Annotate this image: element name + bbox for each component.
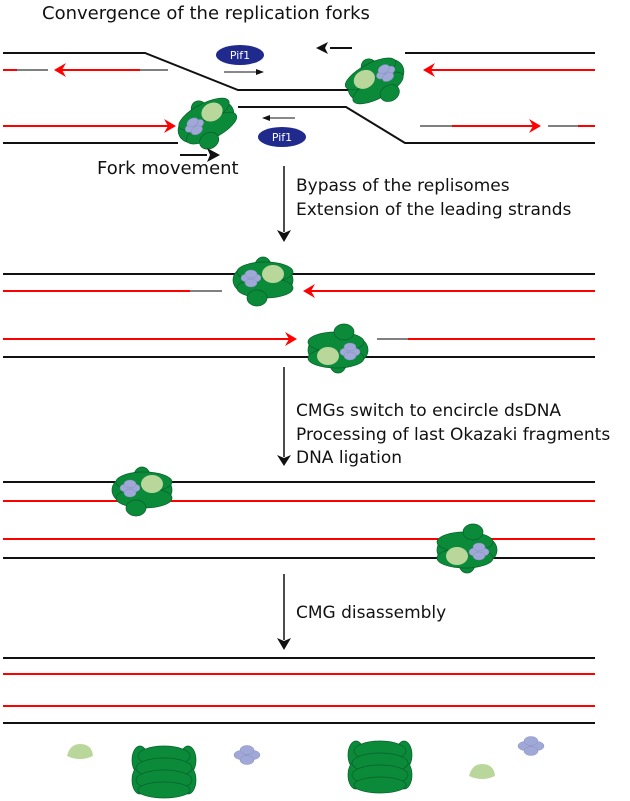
stage-disassembled xyxy=(3,657,595,799)
strand-direction-arrowhead xyxy=(423,63,435,77)
title: Convergence of the replication forks xyxy=(42,3,370,24)
strand-direction-arrowhead xyxy=(164,119,176,133)
cmg-helicase-icon xyxy=(436,523,498,574)
step-2-line-1: CMGs switch to encircle dsDNA xyxy=(296,401,561,421)
cmg-helicase-icon xyxy=(168,87,246,160)
fork-movement-label: Fork movement xyxy=(97,158,239,179)
arrow-left-icon xyxy=(262,115,270,121)
stage-bypass xyxy=(3,256,595,374)
parental-strand-top xyxy=(3,52,350,91)
stage-cmg-on-dsdna xyxy=(3,466,595,574)
step-2-line-2: Processing of last Okazaki fragments xyxy=(296,425,610,445)
arrow-right-icon xyxy=(207,148,220,162)
step-2-line-3: DNA ligation xyxy=(296,448,402,468)
mcm-icon xyxy=(517,736,545,756)
cmg-helicase-icon xyxy=(338,45,416,118)
step-1-line-2: Extension of the leading strands xyxy=(296,200,572,220)
gins-icon xyxy=(67,744,93,759)
step-1: Bypass of the replisomes Extension of th… xyxy=(277,166,572,242)
pif1-top-label: Pif1 xyxy=(230,49,250,62)
strand-direction-arrowhead xyxy=(529,119,541,133)
cmg-helicase-icon xyxy=(307,323,369,374)
arrow-down-icon xyxy=(277,455,291,466)
cmg-helicase-icon xyxy=(232,256,294,307)
gins-icon xyxy=(469,764,495,779)
stage-converging-forks: Pif1 Pif1 Fork movement xyxy=(3,42,595,179)
arrow-right-icon xyxy=(256,69,264,75)
strand-direction-arrowhead xyxy=(54,63,66,77)
step-1-line-1: Bypass of the replisomes xyxy=(296,176,510,196)
strand-direction-arrowhead xyxy=(285,332,297,346)
cmg-helicase-icon xyxy=(347,740,413,794)
step-2: CMGs switch to encircle dsDNA Processing… xyxy=(277,367,610,468)
cmg-helicase-icon xyxy=(131,745,197,799)
parental-strand-bottom xyxy=(238,106,595,144)
pif1-bottom-label: Pif1 xyxy=(272,131,292,144)
arrow-left-icon xyxy=(316,42,328,54)
step-3-line-1: CMG disassembly xyxy=(296,603,446,623)
pif1-helicase-icon: Pif1 xyxy=(258,127,306,147)
cmg-helicase-icon xyxy=(111,466,173,517)
step-3: CMG disassembly xyxy=(277,574,446,650)
arrow-down-icon xyxy=(277,230,291,242)
mcm-icon xyxy=(233,745,261,765)
strand-direction-arrowhead xyxy=(303,284,315,298)
pif1-helicase-icon: Pif1 xyxy=(216,45,264,65)
arrow-down-icon xyxy=(277,638,291,650)
